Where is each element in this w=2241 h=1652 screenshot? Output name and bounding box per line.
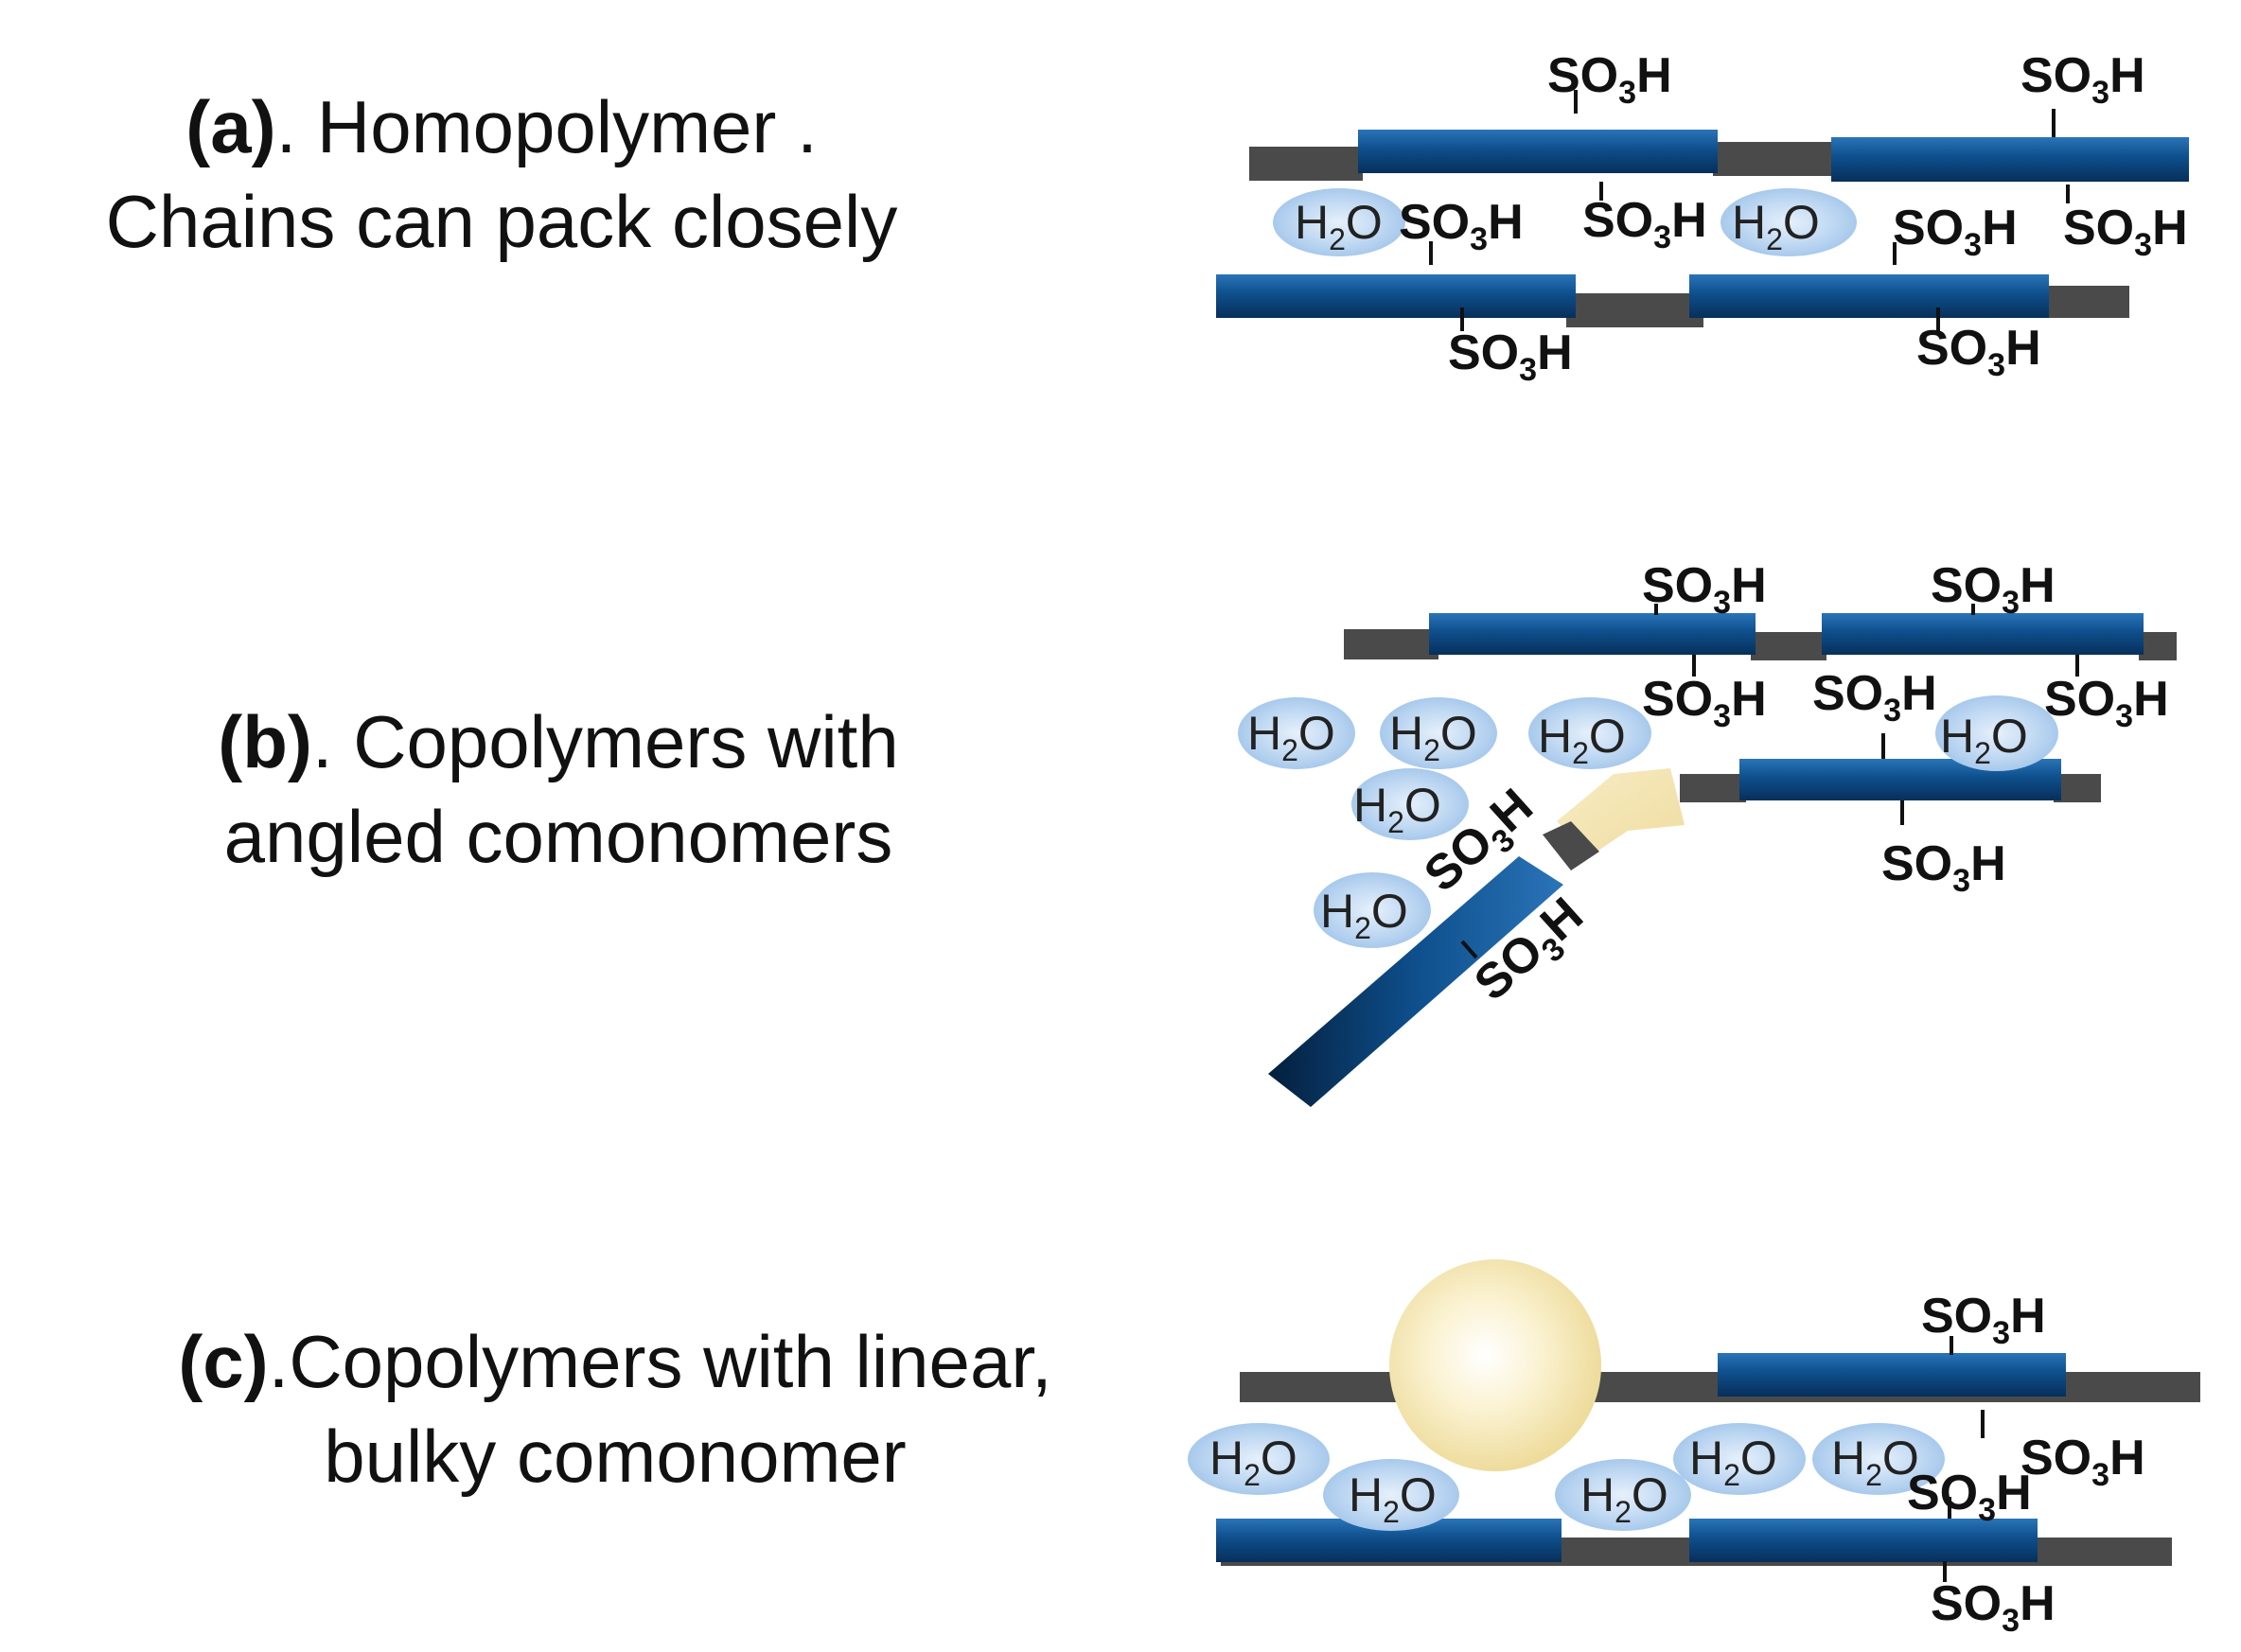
bulky-comonomer xyxy=(1389,1259,1601,1471)
sulfonic-group: SO3H xyxy=(1399,195,1524,257)
sulfonic-group: SO3H xyxy=(1881,836,2006,899)
backbone xyxy=(1543,821,1599,870)
polymer-segment xyxy=(1718,1353,2066,1397)
sulfonic-group: SO3H xyxy=(1547,48,1672,111)
water-bubble xyxy=(1935,695,2058,771)
backbone xyxy=(1566,293,1703,327)
sulfonic-group: SO3H xyxy=(2020,1431,2145,1493)
polymer-segment xyxy=(1689,274,2049,318)
backbone xyxy=(1751,632,1826,660)
polymer-segment xyxy=(1268,856,1563,1107)
water-bubble xyxy=(1380,697,1497,769)
water-molecule: H2O xyxy=(1295,196,1383,256)
backbone xyxy=(1249,147,1363,181)
water-molecule: H2O xyxy=(1247,707,1335,767)
water-molecule: H2O xyxy=(1353,779,1441,839)
water-molecule: H2O xyxy=(1580,1468,1668,1529)
panel-a-title: (a). Homopolymer . xyxy=(19,80,984,175)
water-bubble xyxy=(1314,872,1431,948)
panel-a-title-text: . Homopolymer . xyxy=(275,85,818,168)
water-molecule: H2O xyxy=(1209,1432,1297,1492)
backbone xyxy=(1713,142,1836,176)
backbone xyxy=(1680,774,1746,802)
panel-b-subtitle: angled comonomers xyxy=(223,794,893,878)
sulfonic-group: SO3H xyxy=(1642,558,1767,621)
water-molecule: H2O xyxy=(1831,1432,1919,1492)
sulfonic-group: SO3H xyxy=(1931,558,2056,621)
water-bubble xyxy=(1323,1459,1459,1531)
panel-b-title: (b). Copolymers with xyxy=(57,695,1060,790)
water-bubble xyxy=(1528,697,1651,769)
panel-c-title-text: .Copolymers with linear, xyxy=(268,1320,1052,1403)
panel-c-letter: (c) xyxy=(178,1320,269,1403)
panel-a-letter: (a) xyxy=(185,85,276,168)
water-bubble xyxy=(1555,1459,1691,1531)
panel-c-label: (c).Copolymers with linear, bulky comono… xyxy=(85,1315,1145,1504)
sulfonic-group: SO3H xyxy=(1907,1466,2032,1528)
water-bubble xyxy=(1812,1423,1945,1495)
sulfonic-group: SO3H xyxy=(2044,672,2169,734)
water-molecule: H2O xyxy=(1389,707,1477,767)
backbone xyxy=(1344,629,1438,659)
angled-comonomer xyxy=(1557,768,1685,856)
panel-a-label: (a). Homopolymer . Chains can pack close… xyxy=(19,80,984,270)
polymer-segment xyxy=(1216,274,1576,318)
water-bubble xyxy=(1351,768,1469,840)
sulfonic-group: SO3H xyxy=(1812,666,1937,729)
backbone xyxy=(2054,774,2101,802)
panel-a-subtitle: Chains can pack closely xyxy=(105,179,898,263)
water-molecule: H2O xyxy=(1320,885,1408,945)
panel-b-title-text: . Copolymers with xyxy=(311,700,899,783)
polymer-segment xyxy=(1429,613,1756,655)
panel-b-diagram: SO3H SO3H SO3H SO3H SO3H H2O H2O H2O H2O… xyxy=(1238,558,2177,1107)
panel-b-label: (b). Copolymers with angled comonomers xyxy=(57,695,1060,885)
water-molecule: H2O xyxy=(1732,196,1820,256)
panel-a-diagram: SO3H SO3H H2O SO3H SO3H H2O SO3H SO3H SO… xyxy=(1216,48,2189,388)
panel-c-subtitle: bulky comonomer xyxy=(324,1414,907,1498)
water-bubble xyxy=(1238,697,1355,769)
polymer-segment xyxy=(1831,137,2189,182)
polymer-segment xyxy=(1689,1519,2038,1562)
panel-c-title: (c).Copolymers with linear, xyxy=(85,1315,1145,1410)
sulfonic-group: SO3H xyxy=(2063,201,2188,263)
sulfonic-group: SO3H xyxy=(1893,201,2018,263)
polymer-segment xyxy=(1822,613,2144,655)
water-molecule: H2O xyxy=(1349,1468,1437,1529)
water-bubble xyxy=(1188,1423,1330,1495)
sulfonic-group: SO3H xyxy=(2020,48,2145,111)
sulfonic-group: SO3H xyxy=(1921,1289,2046,1351)
backbone xyxy=(2035,286,2129,318)
sulfonic-group: SO3H xyxy=(1448,325,1573,388)
sulfonic-group: SO3H xyxy=(1916,321,2041,383)
backbone xyxy=(2139,632,2177,660)
water-molecule: H2O xyxy=(1538,710,1626,770)
sulfonic-group: SO3H xyxy=(1582,193,1707,255)
bond xyxy=(1460,940,1478,959)
water-bubble xyxy=(1673,1423,1806,1495)
sulfonic-group: SO3H xyxy=(1931,1576,2056,1639)
water-bubble xyxy=(1273,188,1405,256)
panel-b-letter: (b) xyxy=(218,700,312,783)
sulfonic-group: SO3H xyxy=(1642,672,1767,734)
water-molecule: H2O xyxy=(1689,1432,1777,1492)
polymer-segment xyxy=(1358,130,1718,173)
panel-c-diagram: SO3H H2O H2O H2O H2O H2O SO3H SO3H SO3H xyxy=(1188,1259,2200,1639)
water-bubble xyxy=(1720,188,1857,256)
water-molecule: H2O xyxy=(1940,710,2028,770)
